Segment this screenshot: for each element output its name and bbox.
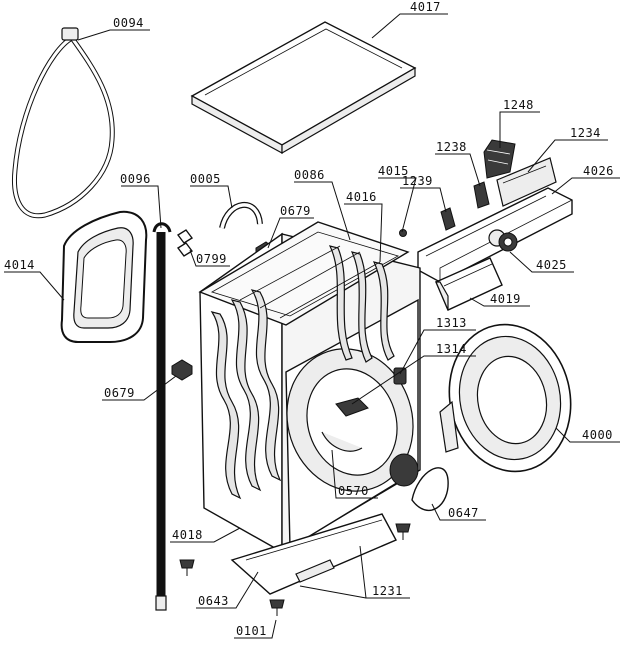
label-0647: 0647: [448, 506, 479, 520]
part-4015-screw: [399, 229, 407, 237]
label-4017: 4017: [410, 0, 441, 14]
label-4025: 4025: [536, 258, 567, 272]
label-1314: 1314: [436, 342, 467, 356]
label-0570: 0570: [338, 484, 369, 498]
label-0679-lower: 0679: [104, 386, 135, 400]
part-0096-drain-hose: [152, 222, 172, 611]
label-0101: 0101: [236, 624, 267, 638]
callout-labels: 0094 4017 1248 1238 1234 0096 0005 0086 …: [4, 0, 614, 638]
label-1248: 1248: [503, 98, 534, 112]
part-0101-foot-front: [269, 599, 285, 616]
part-1234-display-panel: [496, 157, 557, 207]
part-4019-detergent-drawer: [435, 257, 503, 311]
label-1234: 1234: [570, 126, 601, 140]
label-1239: 1239: [402, 174, 433, 188]
part-0570-drum-part: [321, 431, 363, 452]
label-0094: 0094: [113, 16, 144, 30]
part-0005-hose-bend: [219, 202, 263, 229]
label-1231: 1231: [372, 584, 403, 598]
part-1231-base-plate: [230, 513, 397, 595]
part-1248-control-module: [483, 139, 516, 179]
label-4014: 4014: [4, 258, 35, 272]
label-0005: 0005: [190, 172, 221, 186]
label-4000: 4000: [582, 428, 613, 442]
part-4017-top-cover: [190, 21, 417, 155]
part-0647-pump-cover: [411, 467, 449, 512]
part-4014-door-gasket: [60, 210, 148, 343]
label-4015: 4015: [378, 164, 409, 178]
label-0799: 0799: [196, 252, 227, 266]
label-4019: 4019: [490, 292, 521, 306]
label-4018: 4018: [172, 528, 203, 542]
part-1239-switch: [440, 207, 456, 231]
part-0101-foot-right: [395, 523, 411, 540]
label-4026: 4026: [583, 164, 614, 178]
label-1238: 1238: [436, 140, 467, 154]
label-0643: 0643: [198, 594, 229, 608]
part-4000-door: [439, 323, 572, 473]
label-0096: 0096: [120, 172, 151, 186]
part-0094-inlet-hose: [11, 27, 115, 219]
part-0679-bracket-lower: [171, 359, 193, 381]
part-4025-program-knob: [498, 232, 518, 252]
part-cabinet: [198, 221, 421, 554]
part-0101-foot-left: [179, 559, 195, 576]
label-4016: 4016: [346, 190, 377, 204]
part-1313-door-hinge: [393, 367, 407, 385]
part-1238-switch: [473, 181, 490, 209]
callouts: [4, 13, 620, 639]
part-1314-door-lock: [335, 397, 369, 417]
label-1313: 1313: [436, 316, 467, 330]
label-0086: 0086: [294, 168, 325, 182]
label-0679-upper: 0679: [280, 204, 311, 218]
part-0799-clip: [176, 229, 194, 257]
